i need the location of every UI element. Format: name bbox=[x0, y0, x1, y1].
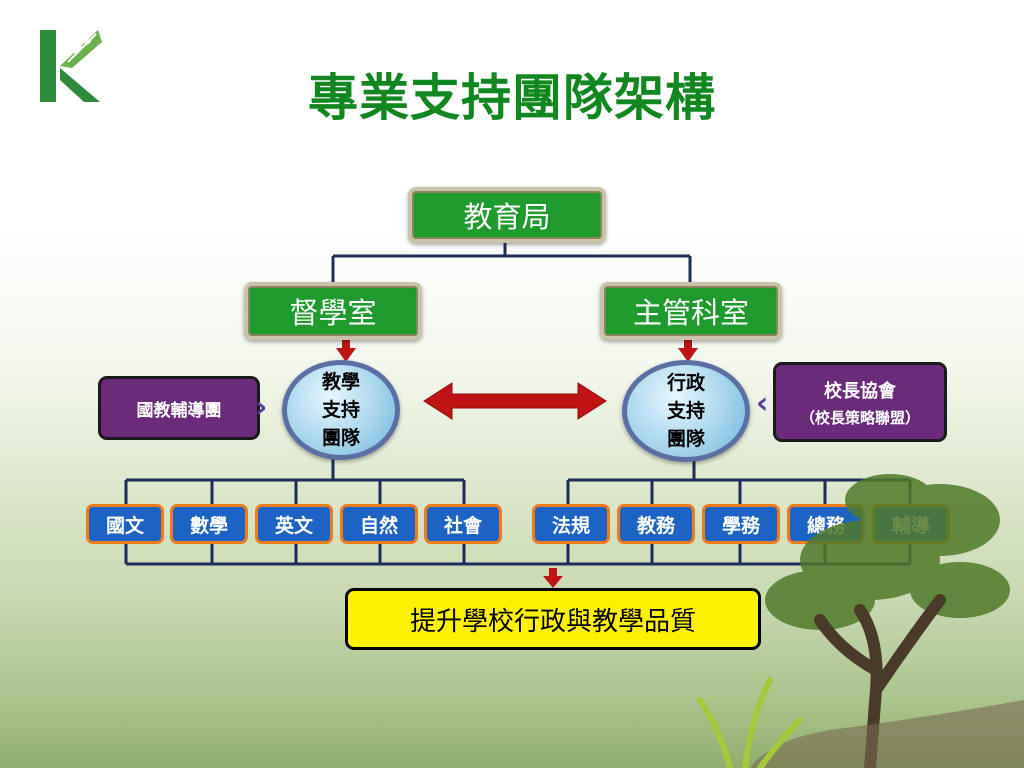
subject-science: 自然 bbox=[340, 504, 418, 544]
result-box: 提升學校行政與教學品質 bbox=[345, 588, 761, 650]
box-supervising-office: 主管科室 bbox=[600, 282, 782, 340]
chevron-right-icon: › bbox=[255, 390, 268, 425]
box-inspectorate: 督學室 bbox=[244, 282, 422, 340]
chevron-left-icon: ‹ bbox=[756, 386, 769, 421]
page-title: 專業支持團隊架構 bbox=[308, 69, 716, 127]
subject-social: 社會 bbox=[424, 504, 502, 544]
oval-teaching-support-team: 教學 支持 團隊 bbox=[282, 360, 400, 460]
subject-regulations: 法規 bbox=[532, 504, 610, 544]
subject-chinese: 國文 bbox=[86, 504, 164, 544]
box-education-bureau: 教育局 bbox=[408, 187, 606, 243]
tree-illustration bbox=[750, 474, 1024, 768]
subject-student-affairs: 學務 bbox=[702, 504, 780, 544]
oval-admin-support-team: 行政 支持 團隊 bbox=[622, 360, 750, 462]
grass-decoration bbox=[697, 677, 803, 768]
leaf-logo-icon bbox=[40, 30, 102, 102]
box-principal-association: 校長協會 （校長策略聯盟） bbox=[773, 362, 947, 442]
subject-english: 英文 bbox=[255, 504, 333, 544]
principal-association-subtitle: （校長策略聯盟） bbox=[799, 408, 920, 427]
box-national-education-guidance: 國教輔導團 bbox=[98, 376, 260, 440]
principal-association-title: 校長協會 bbox=[824, 380, 896, 402]
subject-math: 數學 bbox=[170, 504, 248, 544]
subject-academic-affairs: 教務 bbox=[617, 504, 695, 544]
double-arrow-icon bbox=[423, 382, 607, 420]
